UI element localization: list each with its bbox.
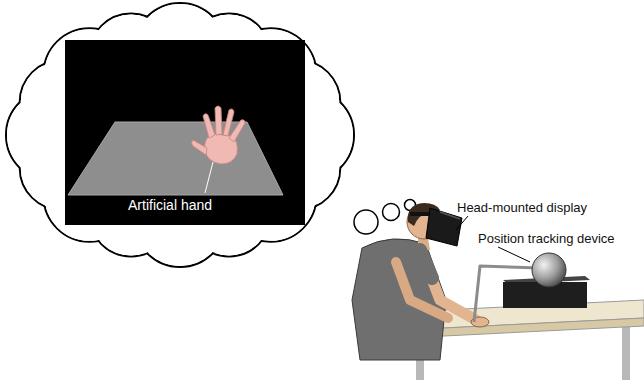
node-label: Artificial hand bbox=[128, 197, 212, 213]
thought-bubbles bbox=[354, 200, 416, 235]
tracking-device bbox=[474, 253, 590, 322]
leader-line bbox=[205, 162, 213, 193]
screen-box: Artificial hand bbox=[65, 40, 305, 225]
part-label: Head-mounted display bbox=[457, 200, 587, 215]
virtual-hand bbox=[192, 106, 246, 164]
table-plane bbox=[68, 122, 283, 195]
person bbox=[352, 203, 489, 360]
part-label: Position tracking device bbox=[478, 231, 615, 246]
thought-cloud bbox=[6, 3, 354, 267]
